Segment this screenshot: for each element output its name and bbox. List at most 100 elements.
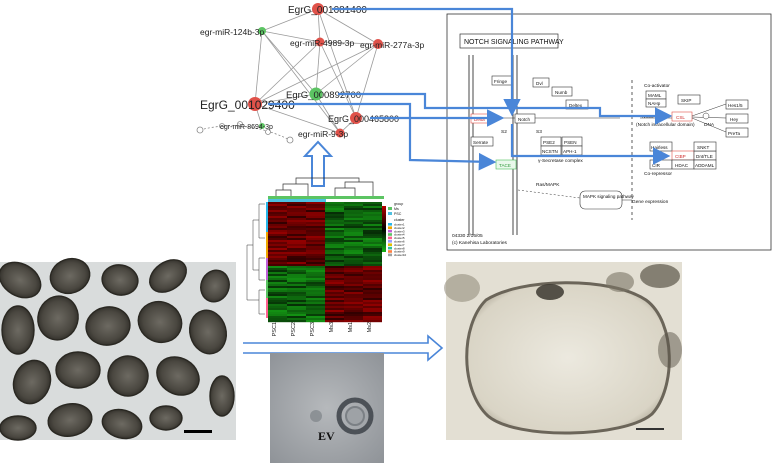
cluster-label: cluster7	[394, 243, 405, 247]
heatmap-cell	[344, 232, 363, 235]
heatmap-cell	[287, 296, 306, 299]
heatmap-cell	[306, 202, 325, 205]
gene-node[interactable]	[312, 3, 324, 15]
cluster-label: cluster4	[394, 233, 405, 237]
heatmap-cell	[344, 204, 363, 207]
heatmap-cell	[344, 306, 363, 309]
heatmap-cell	[344, 248, 363, 251]
heatmap: PSC1 PSC2 PSC3 Ms3 Ms1 Ms2 group Ms PSC …	[246, 177, 407, 336]
heatmap-cell	[306, 264, 325, 267]
color-scale	[382, 206, 386, 252]
heatmap-cell	[306, 306, 325, 309]
heatmap-cell	[363, 258, 382, 261]
heatmap-cell	[325, 244, 344, 247]
node-label: egr-miR-8694-3p	[220, 124, 273, 131]
heatmap-cell	[287, 252, 306, 255]
heatmap-cell	[268, 204, 287, 207]
ev-label: EV	[318, 429, 335, 443]
node-label: egr-miR-4989-3p	[290, 38, 355, 48]
heatmap-cell	[268, 312, 287, 315]
label-nicd-note: (Notch intracellular domain)	[636, 122, 695, 128]
heatmap-cell	[363, 262, 382, 265]
heatmap-cell	[363, 226, 382, 229]
heatmap-cell	[306, 204, 325, 207]
heatmap-cell	[363, 280, 382, 283]
heatmap-cell	[268, 252, 287, 255]
heatmap-cell	[268, 314, 287, 317]
gene-node[interactable]	[350, 112, 362, 124]
gene-hes1: Hes1/5	[728, 103, 743, 108]
node-label: EgrG_000465800	[328, 114, 399, 124]
mirna-node[interactable]	[335, 128, 345, 138]
heatmap-cell	[268, 294, 287, 297]
mirna-node[interactable]	[259, 123, 265, 129]
heatmap-cell	[344, 244, 363, 247]
heatmap-cell	[268, 230, 287, 233]
mirna-node[interactable]	[315, 37, 325, 47]
heatmap-cell	[306, 216, 325, 219]
heatmap-cell	[344, 226, 363, 229]
heatmap-cell	[268, 232, 287, 235]
heatmap-cell	[325, 292, 344, 295]
heatmap-cell	[363, 298, 382, 301]
heatmap-cell	[268, 264, 287, 267]
col-label: PSC2	[291, 322, 297, 336]
mirna-node[interactable]	[258, 27, 266, 35]
gene-snkt: SNKT	[697, 145, 709, 150]
protoscolex	[55, 351, 101, 389]
heatmap-cell	[268, 266, 287, 269]
heatmap-cell	[268, 288, 287, 291]
heatmap-cell	[344, 280, 363, 283]
heatmap-cell	[344, 268, 363, 271]
heatmap-cell	[268, 238, 287, 241]
gene-node[interactable]	[248, 97, 262, 111]
heatmap-cell	[344, 228, 363, 231]
heatmap-cell	[268, 272, 287, 275]
heatmap-cell	[344, 272, 363, 275]
heatmap-cell	[287, 276, 306, 279]
heatmap-cell	[306, 284, 325, 287]
heatmap-cell	[325, 224, 344, 227]
heatmap-cell	[344, 216, 363, 219]
protoscolex	[49, 257, 91, 295]
heatmap-cell	[287, 274, 306, 277]
heatmap-cell	[363, 278, 382, 281]
heatmap-cell	[325, 216, 344, 219]
heatmap-cell	[306, 310, 325, 313]
heatmap-cell	[325, 302, 344, 305]
heatmap-cell	[268, 256, 287, 259]
heatmap-cell	[325, 218, 344, 221]
heatmap-cell	[287, 210, 306, 213]
heatmap-cell	[363, 210, 382, 213]
heatmap-cell	[306, 290, 325, 293]
heatmap-cell	[287, 290, 306, 293]
row-dendrogram	[246, 203, 265, 315]
heatmap-cell	[325, 234, 344, 237]
label-code: 04330 2/16/05	[452, 233, 483, 239]
heatmap-cell	[268, 320, 287, 323]
heatmap-cell	[344, 276, 363, 279]
cluster-swatch	[388, 229, 392, 233]
mirna-node[interactable]	[373, 39, 383, 49]
gene-tace: TACE	[499, 163, 511, 168]
cyst-micrograph	[444, 262, 682, 440]
heatmap-cell	[306, 292, 325, 295]
heatmap-cell	[325, 236, 344, 239]
heatmap-cell	[325, 270, 344, 273]
heatmap-cell	[268, 276, 287, 279]
heatmap-cell	[325, 294, 344, 297]
gene-ctbp: CtBP	[675, 154, 686, 159]
heatmap-cell	[344, 218, 363, 221]
heatmap-cell	[287, 260, 306, 263]
gene-nah: NAHp	[648, 101, 661, 106]
heatmap-cell	[287, 314, 306, 317]
cluster-label: cluster9	[394, 250, 405, 254]
heatmap-cell	[306, 236, 325, 239]
heatmap-cell	[363, 236, 382, 239]
heatmap-cell	[287, 238, 306, 241]
gene-node[interactable]	[309, 87, 323, 101]
heatmap-cell	[268, 248, 287, 251]
heatmap-cell	[325, 246, 344, 249]
heatmap-cell	[344, 264, 363, 267]
heatmap-cell	[306, 228, 325, 231]
